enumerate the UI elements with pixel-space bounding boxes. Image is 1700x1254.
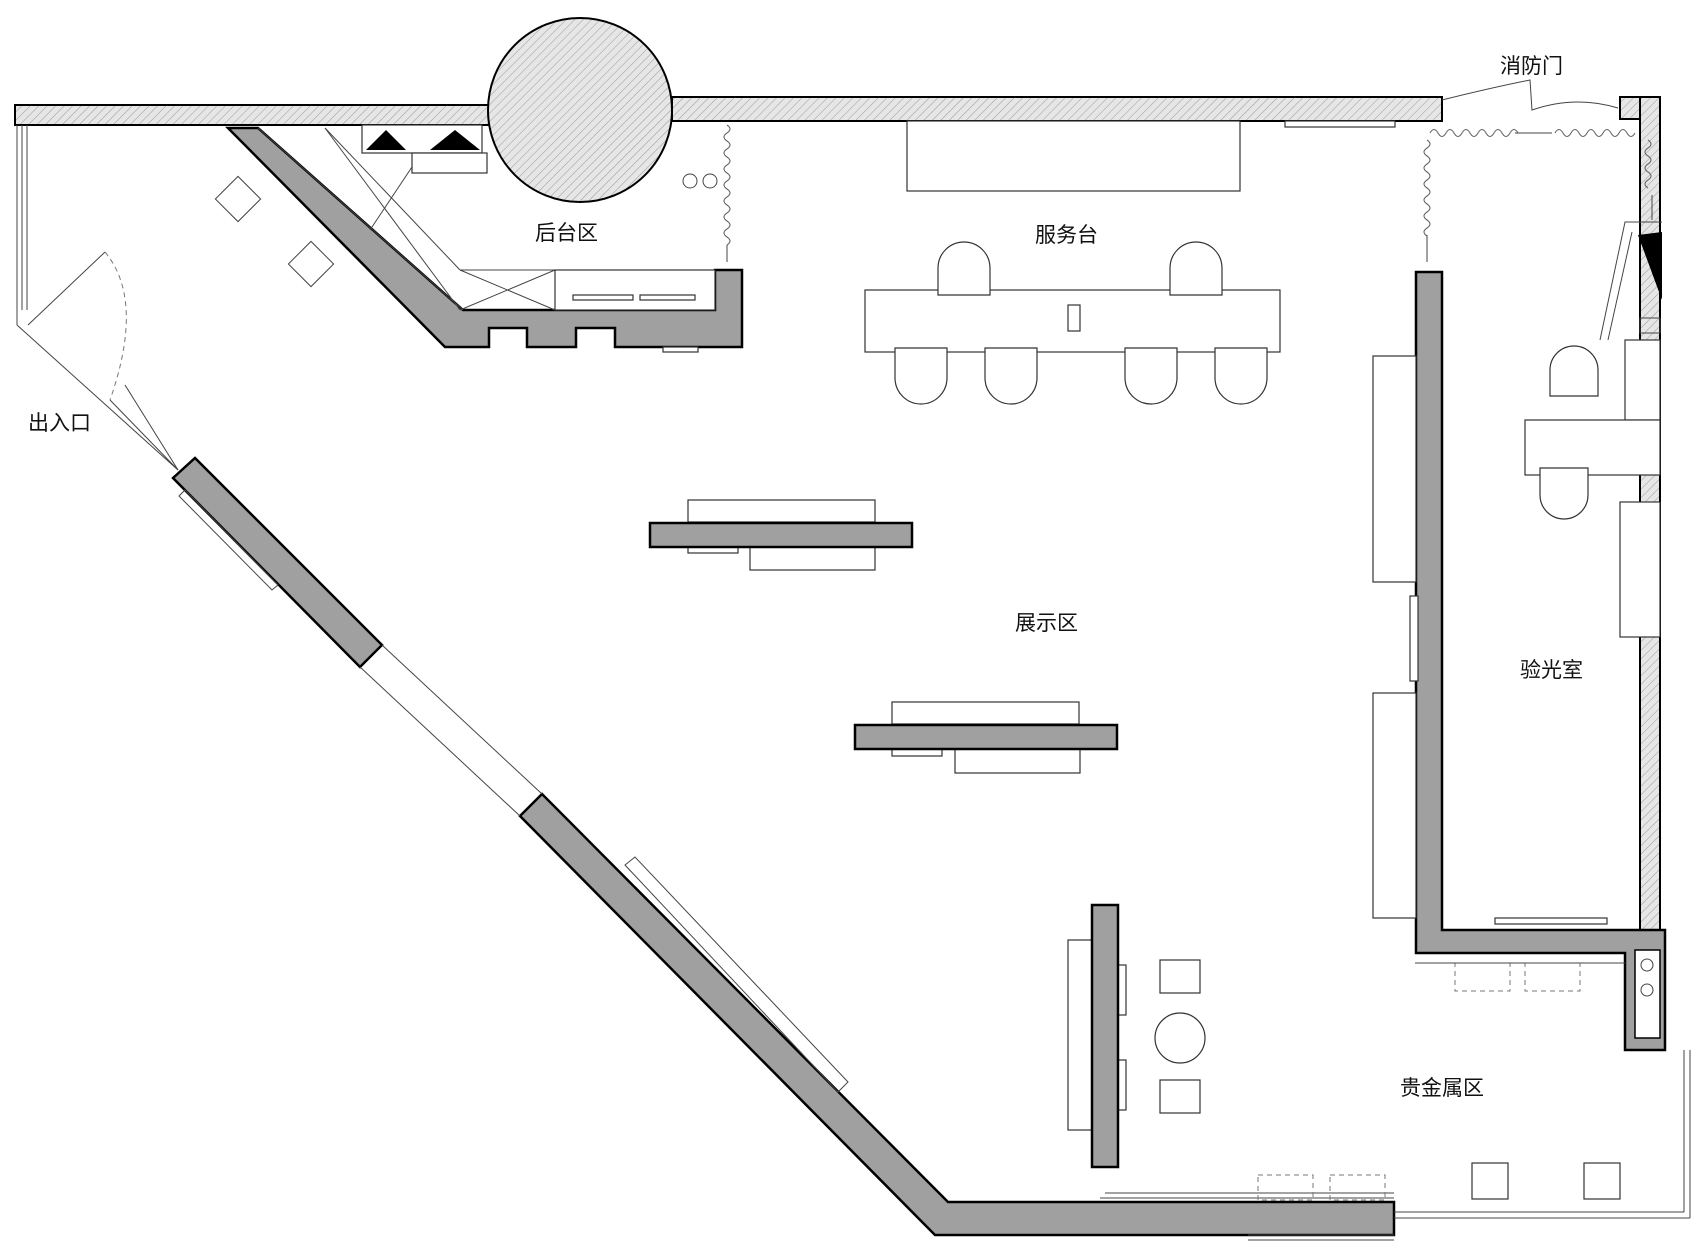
- fire-door: [1423, 79, 1653, 262]
- round-column: [487, 17, 673, 203]
- precious-metals-fixtures: [1067, 903, 1621, 1201]
- label-optometry-room: 验光室: [1520, 659, 1583, 682]
- backstage-furniture: [214, 124, 731, 353]
- entrance-door: [16, 125, 179, 471]
- label-service-desk: 服务台: [1035, 224, 1098, 247]
- service-desk-furniture: [864, 120, 1396, 405]
- label-display-area: 展示区: [1015, 612, 1078, 635]
- optometry-furniture: [1372, 221, 1662, 992]
- label-entrance: 出入口: [28, 412, 91, 435]
- diagonal-walls: [171, 456, 1396, 1237]
- label-precious-metals: 贵金属区: [1400, 1077, 1484, 1100]
- label-backstage: 后台区: [535, 222, 598, 245]
- optometry-walls: [1414, 270, 1667, 1052]
- room-labels: 后台区 服务台 消防门 出入口 展示区 验光室 贵金属区: [28, 55, 1583, 1100]
- label-fire-door: 消防门: [1500, 55, 1563, 78]
- display-fixtures: [648, 499, 1119, 774]
- diagonal-windows: [178, 489, 1691, 1241]
